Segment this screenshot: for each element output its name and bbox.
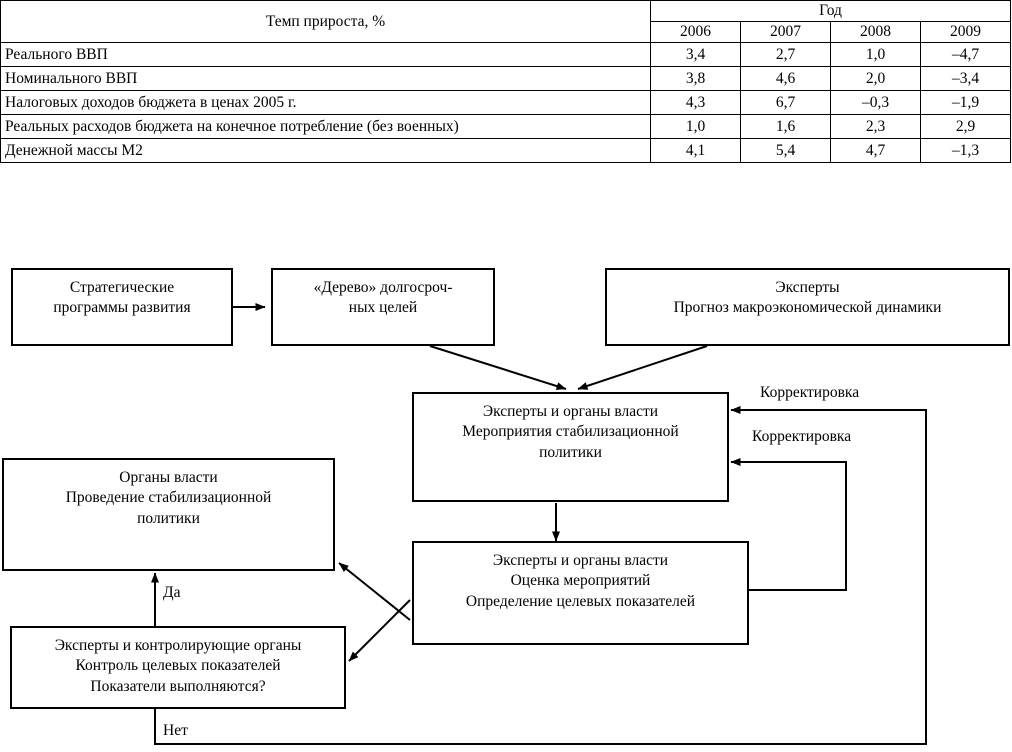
box-strategic-programs-text: Стратегические программы развития [53, 279, 191, 317]
cell-value: –1,3 [919, 138, 1012, 163]
header-year-2007: 2007 [740, 21, 831, 43]
box-experts-forecast: Эксперты Прогноз макроэкономической дина… [605, 268, 1010, 346]
table-row: Денежной массы М2 4,1 5,4 4,7 –1,3 [0, 138, 1012, 163]
row-label: Реального ВВП [0, 42, 651, 67]
box-experts-forecast-text: Эксперты Прогноз макроэкономической дина… [673, 279, 942, 317]
box-experts-evaluation: Эксперты и органы власти Оценка мероприя… [412, 541, 749, 645]
box-goal-tree-text: «Дерево» долгосроч- ных целей [313, 279, 453, 317]
header-year-2009: 2009 [919, 21, 1012, 43]
cell-value: 4,1 [650, 138, 741, 163]
label-correction-bottom: Корректировка [752, 428, 852, 445]
cell-value: 4,6 [740, 66, 831, 91]
arrow-correction-outer [154, 406, 927, 745]
label-yes: Да [163, 584, 181, 601]
header-year-2006: 2006 [650, 21, 741, 43]
box-experts-measures-text: Эксперты и органы власти Мероприятия ста… [462, 403, 679, 461]
cell-value: 3,4 [650, 42, 741, 67]
cell-value: 2,7 [740, 42, 831, 67]
table-head: Темп прироста, % Год 2006 2007 2008 2009 [0, 0, 1012, 43]
cell-value: 2,0 [830, 66, 921, 91]
cell-value: 6,7 [740, 90, 831, 115]
arrow-evaluation-to-authorities [338, 562, 411, 621]
box-experts-control-text: Эксперты и контролирующие органы Контрол… [54, 637, 302, 695]
cell-value: 2,9 [919, 114, 1012, 139]
cell-value: 5,4 [740, 138, 831, 163]
arrow-forecast-to-measures [577, 345, 708, 390]
box-experts-measures: Эксперты и органы власти Мероприятия ста… [412, 392, 729, 502]
table-body: Реального ВВП 3,4 2,7 1,0 –4,7 Номинальн… [0, 42, 1012, 163]
label-correction-top: Корректировка [760, 384, 860, 401]
table-row: Реального ВВП 3,4 2,7 1,0 –4,7 [0, 42, 1012, 67]
cell-value: –4,7 [919, 42, 1012, 67]
table-row: Реальных расходов бюджета на конечное по… [0, 114, 1012, 139]
header-year-group: Год [649, 0, 1012, 22]
box-strategic-programs: Стратегические программы развития [11, 268, 233, 346]
cell-value: –1,9 [919, 90, 1012, 115]
box-goal-tree: «Дерево» долгосроч- ных целей [271, 268, 495, 346]
box-experts-evaluation-text: Эксперты и органы власти Оценка мероприя… [465, 552, 696, 610]
row-label: Денежной массы М2 [0, 138, 651, 163]
header-year-2008: 2008 [830, 21, 921, 43]
header-growth-rate: Темп прироста, % [0, 0, 651, 43]
row-label: Налоговых доходов бюджета в ценах 2005 г… [0, 90, 651, 115]
cell-value: 1,0 [830, 42, 921, 67]
label-no: Нет [163, 722, 188, 739]
cell-value: 3,8 [650, 66, 741, 91]
cell-value: –3,4 [919, 66, 1012, 91]
box-authorities-policy-text: Органы власти Проведение стабилизационно… [65, 469, 272, 527]
box-authorities-policy: Органы власти Проведение стабилизационно… [2, 458, 335, 571]
cell-value: 1,0 [650, 114, 741, 139]
table-header-row-1: Темп прироста, % Год [0, 0, 1012, 43]
arrow-evaluation-to-control [348, 599, 411, 662]
box-experts-control: Эксперты и контролирующие органы Контрол… [10, 626, 346, 709]
table-row: Номинального ВВП 3,8 4,6 2,0 –3,4 [0, 66, 1012, 91]
arrow-goaltree-to-measures [429, 345, 567, 390]
cell-value: 4,7 [830, 138, 921, 163]
table-row: Налоговых доходов бюджета в ценах 2005 г… [0, 90, 1012, 115]
arrow-correction-inner [730, 458, 847, 591]
row-label: Реальных расходов бюджета на конечное по… [0, 114, 651, 139]
cell-value: 2,3 [830, 114, 921, 139]
cell-value: 4,3 [650, 90, 741, 115]
growth-rate-table: Темп прироста, % Год 2006 2007 2008 2009… [0, 0, 1012, 163]
cell-value: 1,6 [740, 114, 831, 139]
row-label: Номинального ВВП [0, 66, 651, 91]
cell-value: –0,3 [830, 90, 921, 115]
